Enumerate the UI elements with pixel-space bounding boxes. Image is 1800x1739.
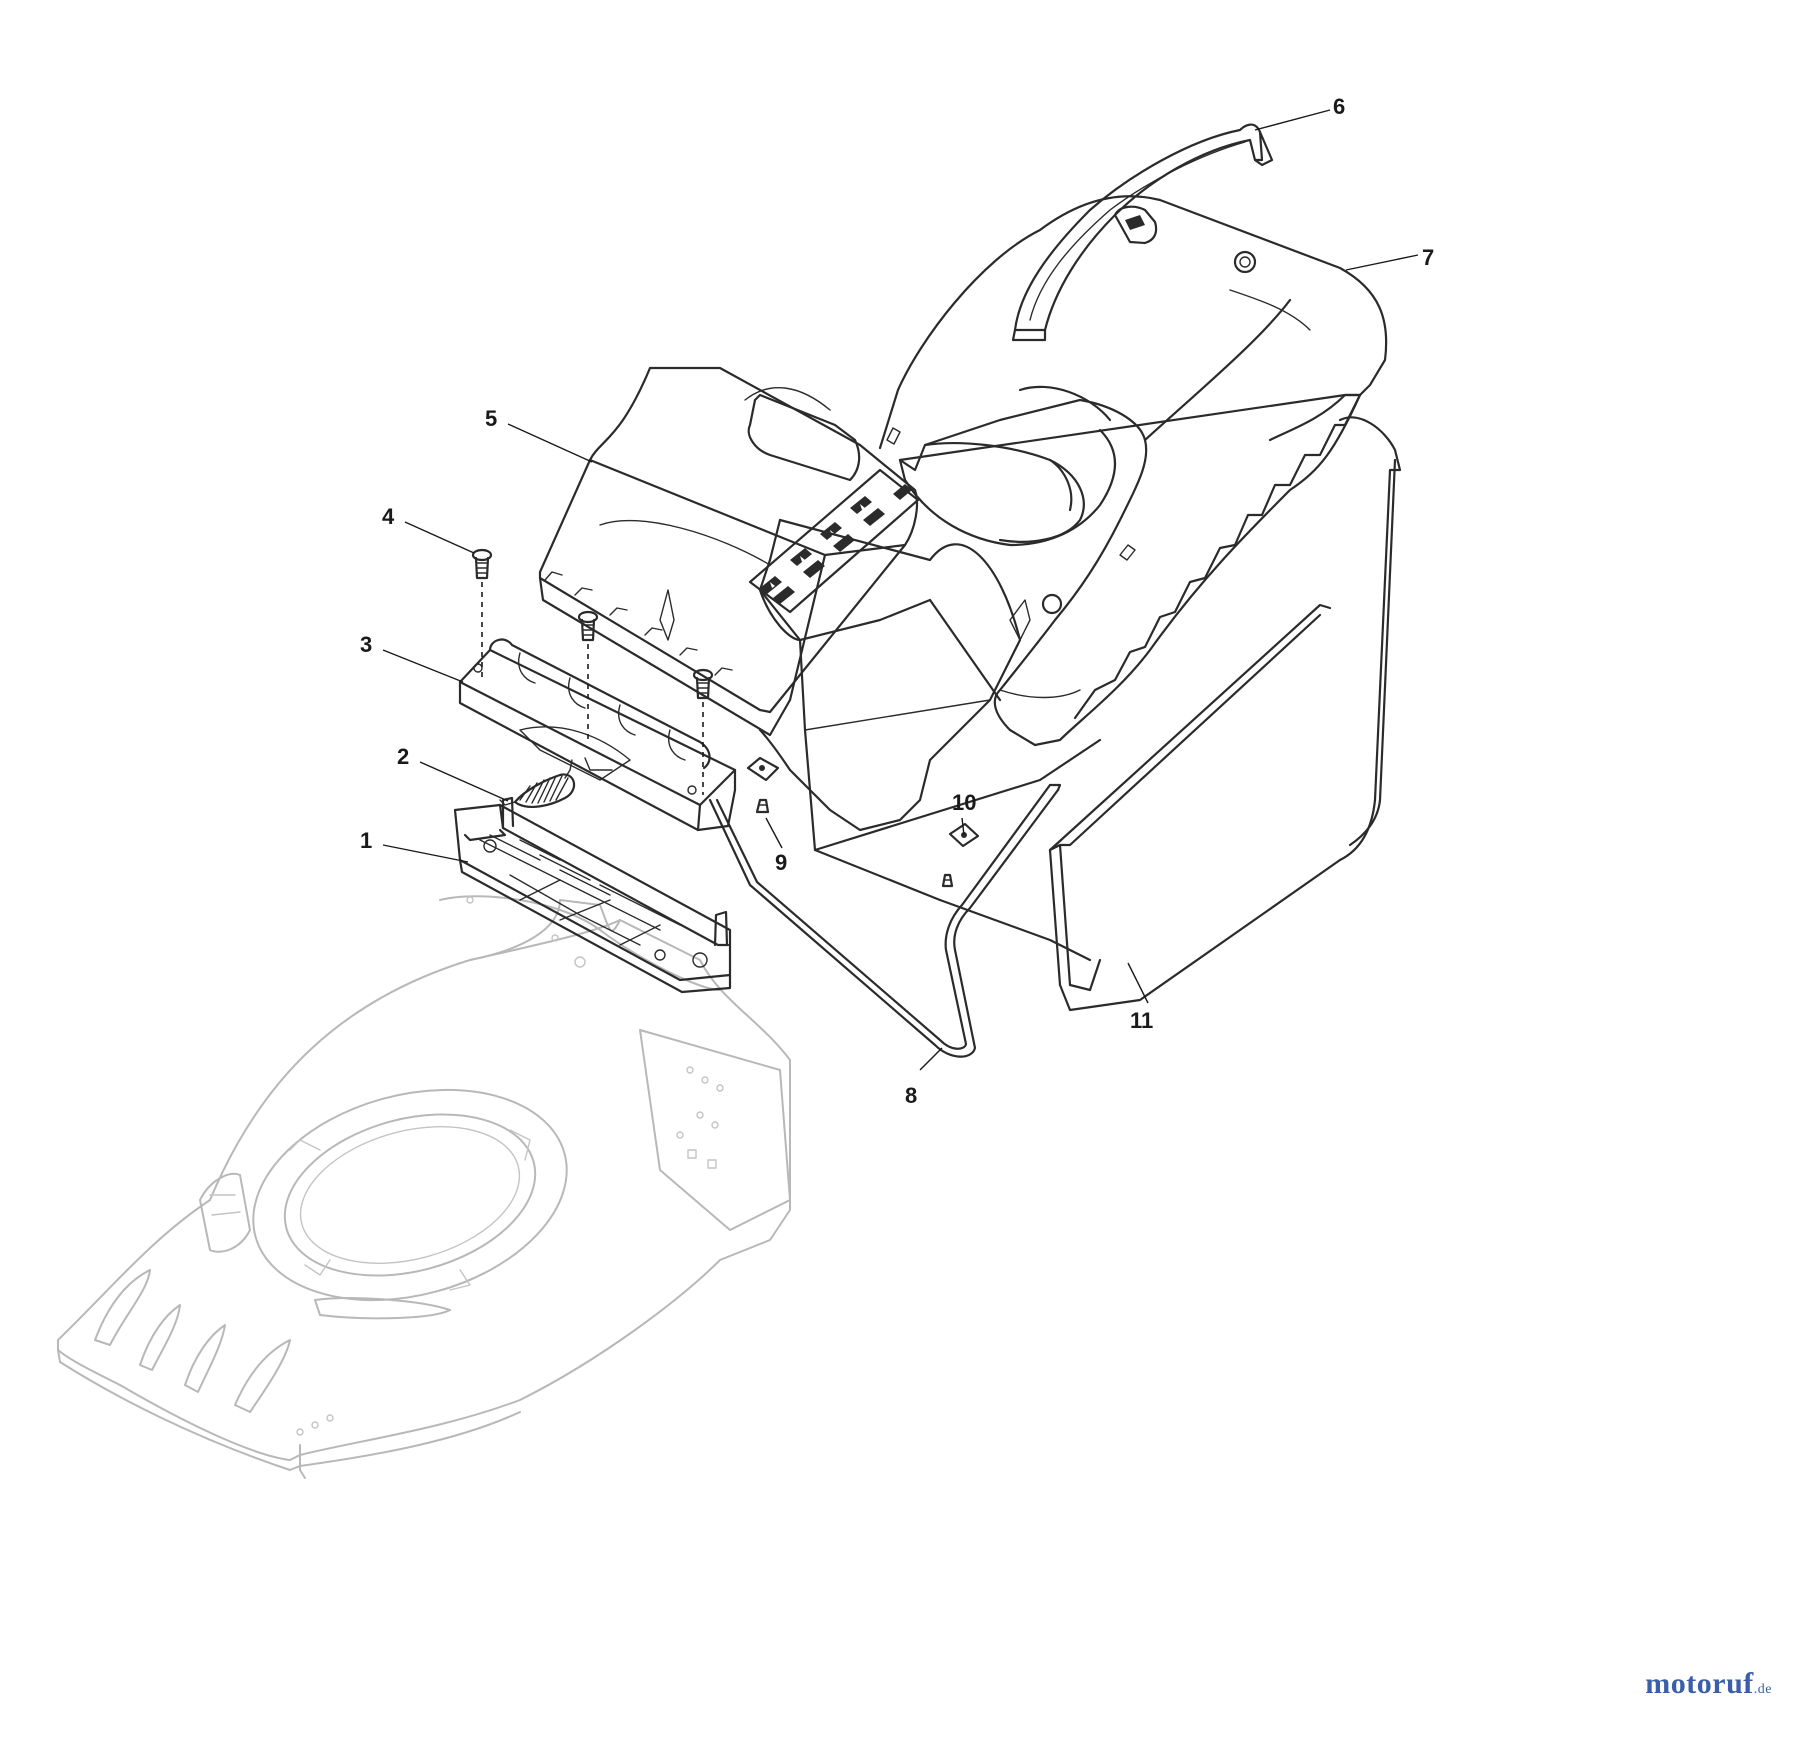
leader-3 (382, 649, 464, 683)
callout-7: 7 (1422, 245, 1434, 270)
leader-4 (404, 521, 475, 554)
leader-10 (961, 817, 965, 836)
leader-5 (507, 423, 593, 463)
watermark-tld: .de (1753, 1682, 1772, 1697)
part-6-handle: 6 (1011, 94, 1345, 342)
callout-9: 9 (775, 850, 787, 875)
leader-11 (1127, 962, 1149, 1004)
part-9-clip: 9 (746, 756, 787, 875)
part-1-mount-plate: 1 (360, 796, 732, 994)
part-10-clip: 10 (941, 790, 980, 888)
callout-1: 1 (360, 828, 372, 853)
leader-9 (765, 817, 783, 849)
mower-deck (57, 895, 791, 1479)
leader-7 (1345, 254, 1419, 271)
leader-8 (919, 1047, 943, 1071)
part-2-spring: 2 (397, 744, 576, 808)
part-3-hinge-bracket: 3 (360, 632, 737, 832)
leader-1 (382, 844, 469, 863)
leader-2 (419, 761, 509, 802)
part-4-screws: 4 (382, 504, 714, 795)
callout-4: 4 (382, 504, 395, 529)
callout-6: 6 (1333, 94, 1345, 119)
callout-3: 3 (360, 632, 372, 657)
leader-6 (1254, 109, 1331, 131)
part-11-bag-body: 11 (758, 416, 1402, 1033)
screw-1 (471, 548, 493, 580)
watermark-logo: motoruf.de (1645, 1667, 1772, 1701)
part-8-wire-frame: 8 (708, 783, 1062, 1108)
watermark-name: motoruf (1645, 1667, 1754, 1700)
callout-10: 10 (952, 790, 976, 815)
part-7-bag-top-cover: 7 (878, 195, 1434, 747)
callout-5: 5 (485, 406, 497, 431)
callout-2: 2 (397, 744, 409, 769)
part-5-flap-cover: 5 (485, 366, 920, 737)
callout-8: 8 (905, 1083, 917, 1108)
screw-3 (692, 668, 714, 700)
callout-11: 11 (1130, 1008, 1153, 1033)
